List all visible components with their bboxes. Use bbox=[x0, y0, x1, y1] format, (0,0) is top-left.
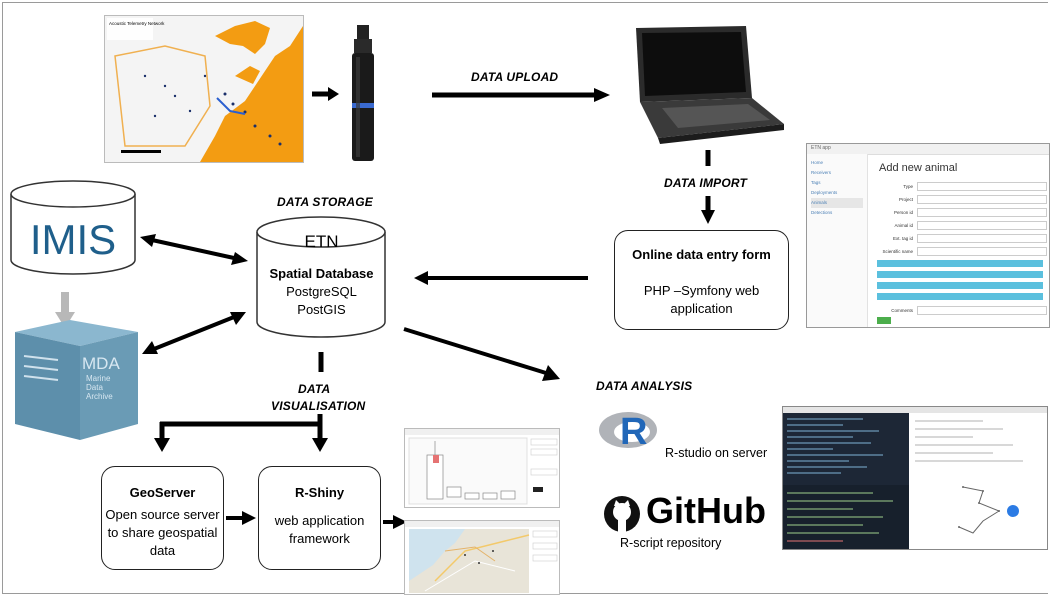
field-label: Person id bbox=[893, 210, 913, 215]
data-visualisation-label-2: VISUALISATION bbox=[271, 399, 366, 413]
entry-form-screenshot: ETN app Home Receivers Tags Deployments … bbox=[806, 143, 1050, 328]
cyan-bar[interactable] bbox=[877, 282, 1043, 289]
arrow-imis-to-mda bbox=[55, 292, 75, 328]
telemetry-map-image: Acoustic Telemetry Network bbox=[104, 15, 304, 163]
data-analysis-label: DATA ANALYSIS bbox=[596, 379, 693, 393]
field-input[interactable] bbox=[917, 208, 1047, 217]
mda-sub-line: Marine bbox=[86, 374, 111, 383]
etn-line: PostGIS bbox=[297, 302, 346, 317]
cyan-bar[interactable] bbox=[877, 271, 1043, 278]
mda-sub-line: Data bbox=[86, 383, 103, 392]
etn-subtitle: Spatial Database bbox=[269, 266, 374, 281]
entry-form-app-label: ETN app bbox=[811, 145, 831, 151]
arrow-data-upload bbox=[432, 88, 610, 102]
data-import-label: DATA IMPORT bbox=[664, 176, 748, 190]
field-label: Project bbox=[898, 197, 913, 202]
etn-line: PostgreSQL bbox=[286, 284, 357, 299]
shiny-map-screenshot bbox=[404, 520, 560, 595]
github-octocat-icon bbox=[604, 496, 640, 532]
sidebar-item[interactable]: Animals bbox=[811, 198, 863, 208]
shiny-boxplot-screenshot bbox=[404, 428, 560, 508]
field-input[interactable] bbox=[917, 195, 1047, 204]
etn-title: ETN bbox=[304, 232, 339, 251]
rshiny-line: web application bbox=[274, 513, 365, 528]
sidebar-item[interactable]: Receivers bbox=[811, 170, 832, 175]
rstudio-label: R-studio on server bbox=[665, 446, 768, 460]
data-upload-label: DATA UPLOAD bbox=[471, 70, 559, 84]
sidebar-item[interactable]: Deployments bbox=[811, 190, 838, 195]
comments-input[interactable] bbox=[917, 305, 1047, 315]
rshiny-box: R-Shiny web application framework bbox=[258, 466, 381, 570]
entry-form-box-line: application bbox=[670, 301, 733, 316]
entry-form-sidebar: Home Receivers Tags Deployments Animals … bbox=[807, 154, 868, 327]
rstudio-screenshot bbox=[782, 406, 1048, 550]
entry-form-fields: Type Project Person id Animal id Ext. ta… bbox=[871, 180, 1047, 258]
submit-button[interactable] bbox=[877, 317, 891, 324]
mda-subtitle: Marine Data Archive bbox=[86, 374, 113, 401]
arrow-imis-etn bbox=[140, 234, 248, 265]
field-input[interactable] bbox=[917, 221, 1047, 230]
field-input[interactable] bbox=[917, 234, 1047, 243]
r-logo-letter: R bbox=[620, 411, 648, 453]
sidebar-item[interactable]: Detections bbox=[811, 210, 833, 215]
field-label: Comments bbox=[891, 307, 913, 313]
arrow-map-to-receiver bbox=[312, 87, 339, 101]
geoserver-line: to share geospatial bbox=[107, 525, 218, 540]
r-logo-icon bbox=[599, 412, 657, 448]
field-input[interactable] bbox=[917, 247, 1047, 256]
geoserver-line: Open source server bbox=[105, 507, 220, 522]
mda-sub-line: Archive bbox=[86, 392, 113, 401]
arrow-mda-etn bbox=[142, 312, 246, 354]
arrow-etn-to-analysis bbox=[403, 327, 560, 381]
field-input[interactable] bbox=[917, 182, 1047, 191]
entry-form-box-line: PHP –Symfony web bbox=[643, 283, 760, 298]
sidebar-item[interactable]: Tags bbox=[811, 180, 821, 185]
rshiny-title: R-Shiny bbox=[294, 485, 345, 500]
mda-archive-cube bbox=[15, 320, 138, 440]
field-label: Animal id bbox=[894, 223, 913, 228]
sidebar-item[interactable]: Home bbox=[811, 160, 824, 165]
svg-text:Acoustic Telemetry Network: Acoustic Telemetry Network bbox=[109, 21, 165, 26]
data-storage-label: DATA STORAGE bbox=[277, 195, 373, 209]
mda-label: MDA bbox=[82, 354, 120, 373]
geoserver-line: data bbox=[149, 543, 176, 558]
rshiny-line: framework bbox=[289, 531, 350, 546]
arrow-rshiny-to-apps bbox=[383, 515, 407, 529]
geoserver-box: GeoServer Open source server to share ge… bbox=[101, 466, 224, 570]
field-label: Scientific name bbox=[882, 249, 913, 254]
field-label: Type bbox=[903, 184, 913, 189]
cyan-bar[interactable] bbox=[877, 293, 1043, 300]
arrow-stub-visualisation bbox=[318, 352, 324, 372]
online-entry-form-box: Online data entry form PHP –Symfony web … bbox=[614, 230, 789, 330]
arrow-form-to-etn bbox=[414, 271, 588, 285]
data-visualisation-label-1: DATA bbox=[298, 382, 331, 396]
imis-database-cylinder bbox=[10, 180, 136, 275]
entry-form-box-title: Online data entry form bbox=[632, 247, 771, 262]
github-logo-text: GitHub bbox=[646, 490, 766, 531]
field-label: Ext. tag id bbox=[892, 236, 913, 241]
github-label: R-script repository bbox=[620, 536, 722, 550]
acoustic-receiver-image bbox=[352, 25, 374, 161]
entry-form-heading: Add new animal bbox=[879, 162, 958, 174]
geoserver-title: GeoServer bbox=[129, 485, 196, 500]
imis-label: IMIS bbox=[29, 216, 117, 263]
arrow-visualisation-split bbox=[154, 414, 328, 452]
cyan-bar[interactable] bbox=[877, 260, 1043, 267]
etn-database-cylinder bbox=[256, 216, 386, 338]
arrow-geoserver-to-rshiny bbox=[226, 511, 256, 525]
laptop-image bbox=[636, 26, 784, 144]
arrow-data-import bbox=[701, 150, 715, 224]
